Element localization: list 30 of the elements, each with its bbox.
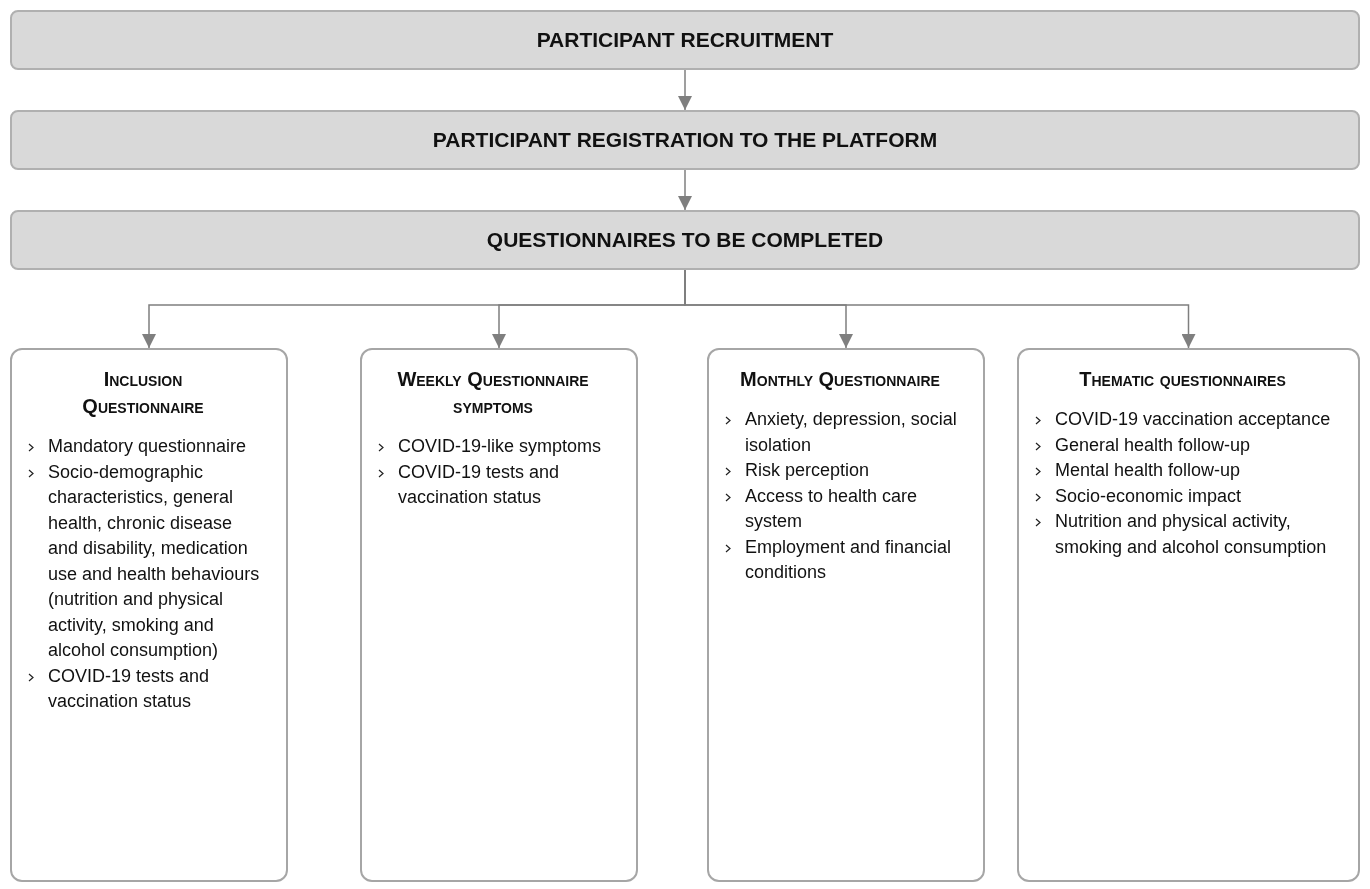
process-box	[10, 210, 1360, 270]
column-heading: Monthly Questionnaire	[740, 367, 940, 392]
arrow	[678, 69, 692, 111]
column-heading: Weekly Questionnaire symptoms	[396, 367, 590, 419]
bullet-item: Risk perception	[745, 460, 870, 481]
box-title: QUESTIONNAIRES TO BE COMPLETED	[486, 228, 884, 252]
column-heading: Inclusion Questionnaire	[81, 367, 205, 419]
bullet-item: COVID-19 tests and vaccination status	[48, 665, 210, 712]
bullet-item: General health follow-up	[1055, 434, 1251, 455]
questionnaire-box	[10, 348, 288, 882]
box-title: PARTICIPANT REGISTRATION TO THE PLATFORM	[432, 128, 938, 152]
bullet-item: Socio-economic impact	[1055, 485, 1242, 506]
bullet-item: Nutrition and physical activity, smoking and alcohol consumption	[1055, 511, 1327, 557]
arrow	[678, 169, 692, 211]
bullet-item: COVID-19-like symptoms	[398, 436, 602, 456]
bullet-item: COVID-19 vaccination acceptance	[1055, 409, 1331, 429]
process-box	[10, 10, 1360, 70]
questionnaire-box	[707, 348, 985, 882]
column-heading: Thematic questionnaires	[1078, 367, 1287, 392]
bullet-item: Mental health follow-up	[1055, 460, 1241, 481]
questionnaire-box	[1017, 348, 1360, 882]
process-box	[10, 110, 1360, 170]
bullet-item: Access to health care system	[745, 485, 918, 532]
bullet-item: COVID-19 tests and vaccination status	[398, 461, 560, 508]
bullet-item: Socio-demographic characteristics, general health, chronic disease and disability, medication use and health behaviours (nutrition and physical activity, smoking and alcohol consumption)	[48, 461, 260, 661]
box-title: PARTICIPANT RECRUITMENT	[536, 28, 834, 52]
bullet-item: Anxiety, depression, social isolation	[745, 409, 957, 455]
bullet-item: Mandatory questionnaire	[48, 436, 247, 456]
questionnaire-box	[360, 348, 638, 882]
bullet-item: Employment and financial conditions	[745, 536, 952, 583]
